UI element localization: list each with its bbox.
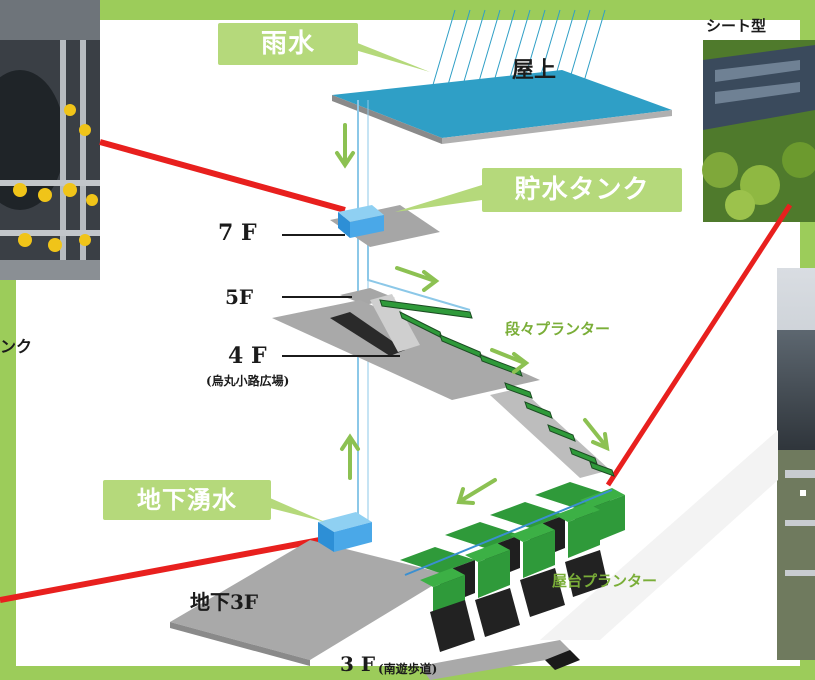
leader-groundwater-left [0, 537, 321, 603]
leader-tank-left [99, 139, 346, 213]
tank-b3 [318, 512, 372, 552]
slab-b3-edge [170, 622, 310, 666]
floor-4f: 4 F [228, 343, 267, 369]
label-terrace-planter: 屋台プランター [552, 572, 658, 590]
floor-5f: 5F [225, 285, 254, 309]
caption-top-right: シート型 [706, 17, 767, 35]
caption-left-fragment: ンク [0, 337, 33, 356]
slab-4f [272, 300, 540, 400]
floor-3f-subtitle: (南遊歩道) [378, 662, 438, 676]
stepped-planters [379, 299, 615, 477]
tank-7f [338, 205, 384, 238]
slab-3f-dark [545, 650, 580, 670]
photo-tank-equipment [0, 0, 100, 280]
top-green-bar [0, 0, 815, 20]
label-groundwater: 地下湧水 [103, 480, 271, 520]
slab-4f-ramp [370, 294, 420, 352]
leader-planter-right [605, 203, 793, 487]
groundwater-label-connector [270, 498, 325, 522]
slab-3f [420, 640, 575, 680]
label-roof: 屋上 [512, 57, 557, 83]
rain-label-connector [355, 42, 430, 72]
label-stepped-planter: 段々プランター [505, 320, 611, 338]
floor-4f-subtitle: (烏丸小路広場) [206, 374, 290, 388]
floor-3f: 3 F [340, 652, 376, 676]
tank-label-connector [395, 185, 482, 212]
floor-7f: 7 F [218, 220, 257, 246]
terrace-planters [400, 482, 625, 652]
slab-4f-shadow [330, 312, 405, 356]
photo-building [777, 268, 815, 660]
slab-b3 [170, 540, 450, 660]
floor-b3: 地下3F [190, 590, 259, 614]
label-rain: 雨水 [218, 23, 358, 65]
roof-slab-side [332, 95, 442, 144]
photo-solar-roof [702, 40, 815, 222]
roof-slab-front [442, 110, 672, 144]
label-tank: 貯水タンク [482, 168, 682, 212]
bottom-green-bar [0, 666, 815, 680]
floor-lines [282, 234, 400, 357]
roof-slab-top [332, 70, 672, 138]
flow-arrows [335, 123, 610, 505]
